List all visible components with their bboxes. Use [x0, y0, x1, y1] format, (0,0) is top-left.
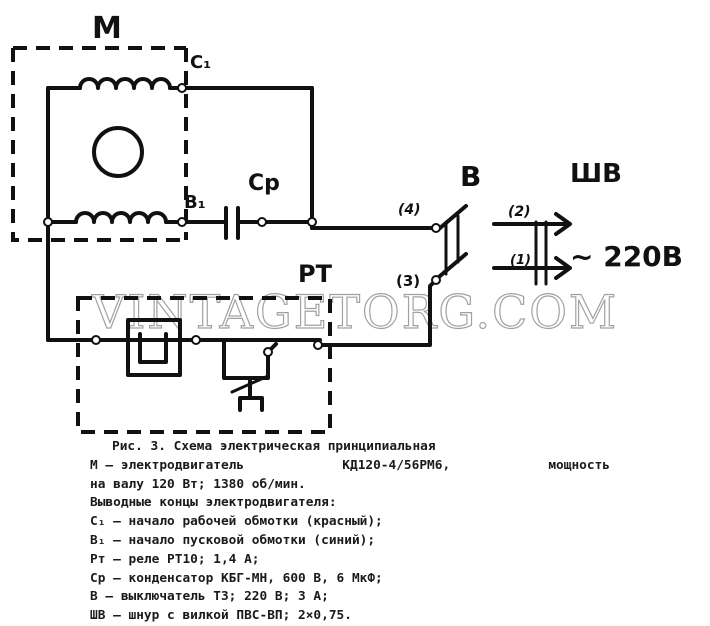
- label-cord: ШВ: [570, 159, 622, 189]
- starting-winding: [46, 211, 228, 224]
- relay-boundary: [76, 296, 332, 434]
- label-capacitor: Ср: [248, 171, 280, 196]
- relay-coil-symbol: [126, 318, 182, 377]
- plug-symbol: [492, 212, 572, 286]
- caption-line-2: на валу 120 Вт; 1380 об/мин.: [90, 476, 306, 492]
- caption-line-5: В₁ — начало пусковой обмотки (синий);: [90, 532, 376, 548]
- caption-line-3: Выводные концы электродвигателя:: [90, 495, 337, 511]
- caption-motor-label: М — электродвигатель: [90, 457, 245, 473]
- terminal-1-label: (1): [510, 253, 531, 268]
- caption-line-6: Рт — реле РТ10; 1,4 А;: [90, 551, 260, 567]
- watermark: VINTAGETORG.COM: [91, 285, 618, 339]
- terminal-2-label: (2): [508, 204, 531, 220]
- caption-line-9: ШВ — шнур с вилкой ПВС-ВП; 2×0,75.: [90, 608, 352, 624]
- label-motor: М: [92, 11, 122, 46]
- caption-line-8: В — выключатель Т3; 220 В; 3 А;: [90, 589, 329, 605]
- label-c1: С₁: [190, 52, 211, 73]
- label-relay: РТ: [298, 260, 333, 288]
- capacitor-symbol: [224, 206, 314, 240]
- motor-boundary: [11, 46, 186, 242]
- caption-title: Рис. 3. Схема электрическая принципиальн…: [112, 439, 436, 454]
- figure-caption: Рис. 3. Схема электрическая принципиальн…: [90, 438, 610, 626]
- caption-motor-power: мощность: [548, 457, 610, 473]
- circuit-diagram: VINTAGETORG.COM: [11, 11, 683, 434]
- label-voltage: ~ 220В: [570, 240, 683, 273]
- terminal-nodes: [43, 83, 441, 357]
- label-switch: В: [460, 160, 481, 193]
- caption-line-4: С₁ — начало рабочей обмотки (красный);: [90, 514, 383, 530]
- caption-line-1: М — электродвигатель КД120-4/56РМ6, мощн…: [90, 457, 610, 476]
- label-b1: В₁: [184, 192, 206, 213]
- terminal-3-label: (3): [396, 272, 420, 290]
- rotor-icon: [92, 126, 144, 178]
- caption-motor-model: КД120-4/56РМ6,: [342, 457, 451, 473]
- caption-line-7: Ср — конденсатор КБГ-МН, 600 В, 6 МкФ;: [90, 570, 383, 586]
- terminal-4-label: (4): [398, 202, 421, 218]
- working-winding: [46, 77, 314, 90]
